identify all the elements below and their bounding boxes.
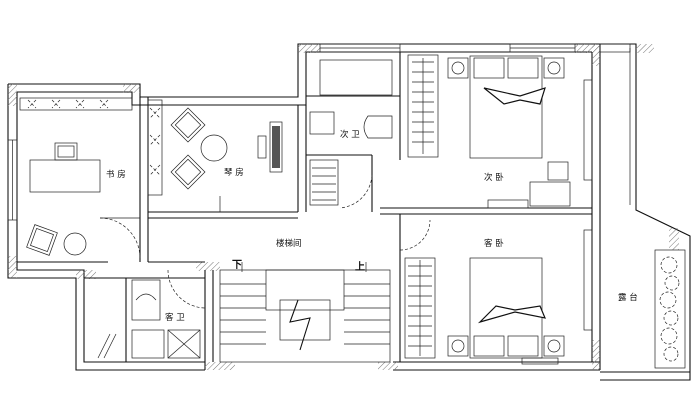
- piano-room-furniture: [147, 99, 283, 212]
- wall-hatch: [8, 44, 679, 370]
- stair-down-label: 下: [232, 259, 242, 271]
- stair-up-label: 上: [355, 260, 365, 273]
- interior-walls: [17, 52, 592, 362]
- second-bath-fixtures: [309, 59, 393, 209]
- windows: [7, 43, 631, 331]
- room-label-study: 书 房: [106, 169, 126, 180]
- room-label-guest-bedroom: 客 卧: [484, 238, 504, 249]
- study-furniture: [19, 97, 141, 259]
- room-label-terrace: 露 台: [618, 292, 638, 303]
- room-label-second-bath: 次 卫: [340, 129, 360, 140]
- outer-walls: [7, 43, 691, 381]
- room-label-stairwell: 楼梯间: [276, 238, 302, 249]
- room-label-guest-bath: 客 卫: [165, 312, 185, 323]
- second-bedroom-furniture: [407, 54, 571, 209]
- room-label-second-bedroom: 次 卧: [484, 172, 504, 183]
- guest-bath-fixtures: [97, 279, 201, 359]
- terrace-planters: [654, 249, 686, 369]
- stairwell: [167, 219, 431, 363]
- room-label-piano-room: 琴 房: [224, 167, 244, 178]
- guest-bedroom-furniture: [404, 257, 565, 365]
